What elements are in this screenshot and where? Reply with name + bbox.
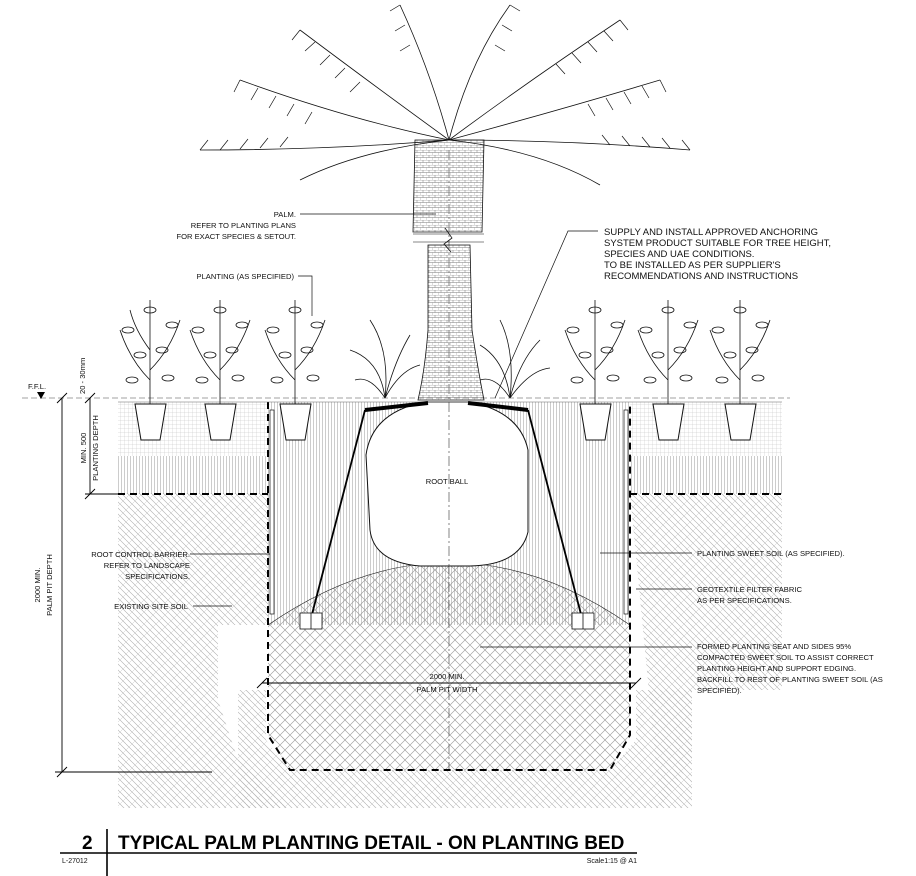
shrub-pot-5 xyxy=(637,300,699,441)
leaders xyxy=(190,213,692,648)
formed-seat-label-line4: BACKFILL TO REST OF PLANTING SWEET SOIL … xyxy=(697,675,883,684)
root-ball xyxy=(365,401,529,567)
ground-plants xyxy=(349,319,551,399)
existing-soil-label: EXISTING SITE SOIL xyxy=(114,602,188,611)
anchoring-label-line3: SPECIES AND UAE CONDITIONS. xyxy=(604,249,754,260)
detail-title: TYPICAL PALM PLANTING DETAIL - ON PLANTI… xyxy=(118,833,624,854)
anchoring-label-line2: SYSTEM PRODUCT SUITABLE FOR TREE HEIGHT, xyxy=(604,238,831,249)
palm-label-line2: REFER TO PLANTING PLANS xyxy=(191,221,296,230)
pit-width-label-line1: 2000 MIN. xyxy=(429,672,464,681)
palm-label-line3: FOR EXACT SPECIES & SETOUT. xyxy=(176,232,296,241)
sweet-soil-label: PLANTING SWEET SOIL (AS SPECIFIED). xyxy=(697,549,845,558)
geotextile-label-line1: GEOTEXTILE FILTER FABRIC xyxy=(697,585,802,594)
palm-fronds xyxy=(199,4,691,186)
anchoring-label-line5: RECOMMENDATIONS AND INSTRUCTIONS xyxy=(604,271,798,282)
formed-seat-label-line3: PLANTING HEIGHT AND SUPPORT EDGING. xyxy=(697,664,856,673)
planting-depth-label-line1: MIN. 500 xyxy=(79,433,88,464)
ffl-marker xyxy=(37,392,45,399)
annotation-text: PALM. REFER TO PLANTING PLANS FOR EXACT … xyxy=(28,210,883,695)
shrub-pot-6 xyxy=(709,300,771,441)
pit-depth-label-line1: 2000 MIN. xyxy=(33,567,42,602)
anchoring-label-line1: SUPPLY AND INSTALL APPROVED ANCHORING xyxy=(604,227,818,238)
palm-trunk xyxy=(412,139,485,401)
title-block: 2 TYPICAL PALM PLANTING DETAIL - ON PLAN… xyxy=(60,829,637,876)
scale-label: Scale1:15 @ A1 xyxy=(587,858,637,865)
shrub-pot-1 xyxy=(119,300,181,441)
ffl-label: F.F.L. xyxy=(28,382,46,391)
shrub-pot-2 xyxy=(189,300,251,441)
dimension-lines xyxy=(55,392,642,778)
shrub-pots xyxy=(119,300,771,441)
formed-seat-label-line1: FORMED PLANTING SEAT AND SIDES 95% xyxy=(697,642,851,651)
geotextile-label-line2: AS PER SPECIFICATIONS. xyxy=(697,596,792,605)
formed-seat-label-line2: COMPACTED SWEET SOIL TO ASSIST CORRECT xyxy=(697,653,874,662)
formed-seat-label-line5: SPECIFIED). xyxy=(697,686,742,695)
anchoring-system xyxy=(299,401,595,630)
existing-site-soil xyxy=(118,493,782,808)
anchoring-label-line4: TO BE INSTALLED AS PER SUPPLIER'S xyxy=(604,260,781,271)
root-barrier-label-line2: REFER TO LANDSCAPE xyxy=(104,561,190,570)
root-ball-label: ROOT BALL xyxy=(426,477,469,486)
planting-bed xyxy=(118,402,782,494)
palm-label-line1: PALM. xyxy=(274,210,296,219)
shrub-pot-4 xyxy=(564,300,626,441)
root-barrier-label-line1: ROOT CONTROL BARRIER. xyxy=(91,550,190,559)
detail-number: 2 xyxy=(82,833,93,854)
planting-label: PLANTING (AS SPECIFIED) xyxy=(197,272,295,281)
sheet-reference: L-27012 xyxy=(62,858,88,865)
shrub-pot-3 xyxy=(264,300,326,441)
pit-depth-label-line2: PALM PIT DEPTH xyxy=(45,554,54,616)
pit-outline xyxy=(267,402,631,771)
root-control-barrier xyxy=(269,409,629,615)
pit-width-label-line2: PALM PIT WIDTH xyxy=(417,685,478,694)
planting-depth-label-line2: PLANTING DEPTH xyxy=(91,415,100,481)
root-barrier-label-line3: SPECIFICATIONS. xyxy=(125,572,190,581)
gap-label: 20 - 30mm xyxy=(78,358,87,394)
